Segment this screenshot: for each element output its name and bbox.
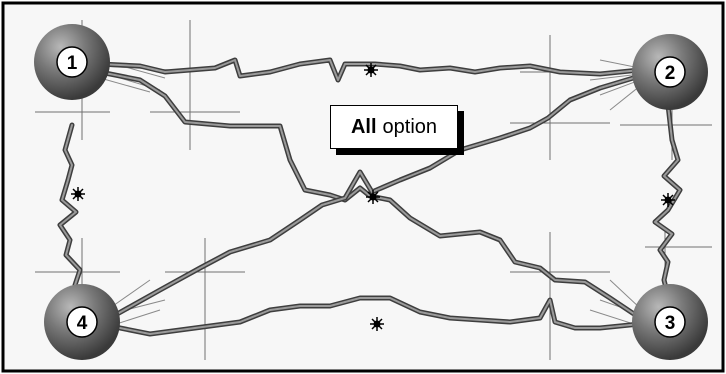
path-right xyxy=(652,102,683,299)
path-diagonal-4-2 xyxy=(107,73,643,321)
star-marker-right xyxy=(661,193,675,207)
node-label-circle xyxy=(66,306,98,338)
node-2: 2 xyxy=(632,34,708,110)
star-marker-left xyxy=(71,187,85,201)
path-left xyxy=(57,122,83,303)
node-1: 1 xyxy=(34,24,110,100)
node-label-circle xyxy=(654,306,686,338)
node-label: 4 xyxy=(77,313,88,334)
fan-line xyxy=(589,59,641,111)
path-bottom xyxy=(107,295,643,337)
star-marker-top xyxy=(364,63,378,77)
star-marker-center xyxy=(366,190,380,204)
option-callout-text: option xyxy=(382,115,438,138)
star-markers xyxy=(71,63,675,331)
path-top xyxy=(97,57,643,83)
node-label-circle xyxy=(654,56,686,88)
node-3: 3 xyxy=(632,284,708,360)
node-label: 1 xyxy=(67,53,78,74)
option-callout-bold-text: All xyxy=(350,115,377,138)
node-label: 3 xyxy=(665,313,676,334)
node-label-circle xyxy=(56,46,88,78)
star-marker-bottom xyxy=(370,317,384,331)
node-4: 4 xyxy=(44,284,120,360)
option-callout: All option xyxy=(330,105,458,149)
node-label: 2 xyxy=(665,63,676,84)
